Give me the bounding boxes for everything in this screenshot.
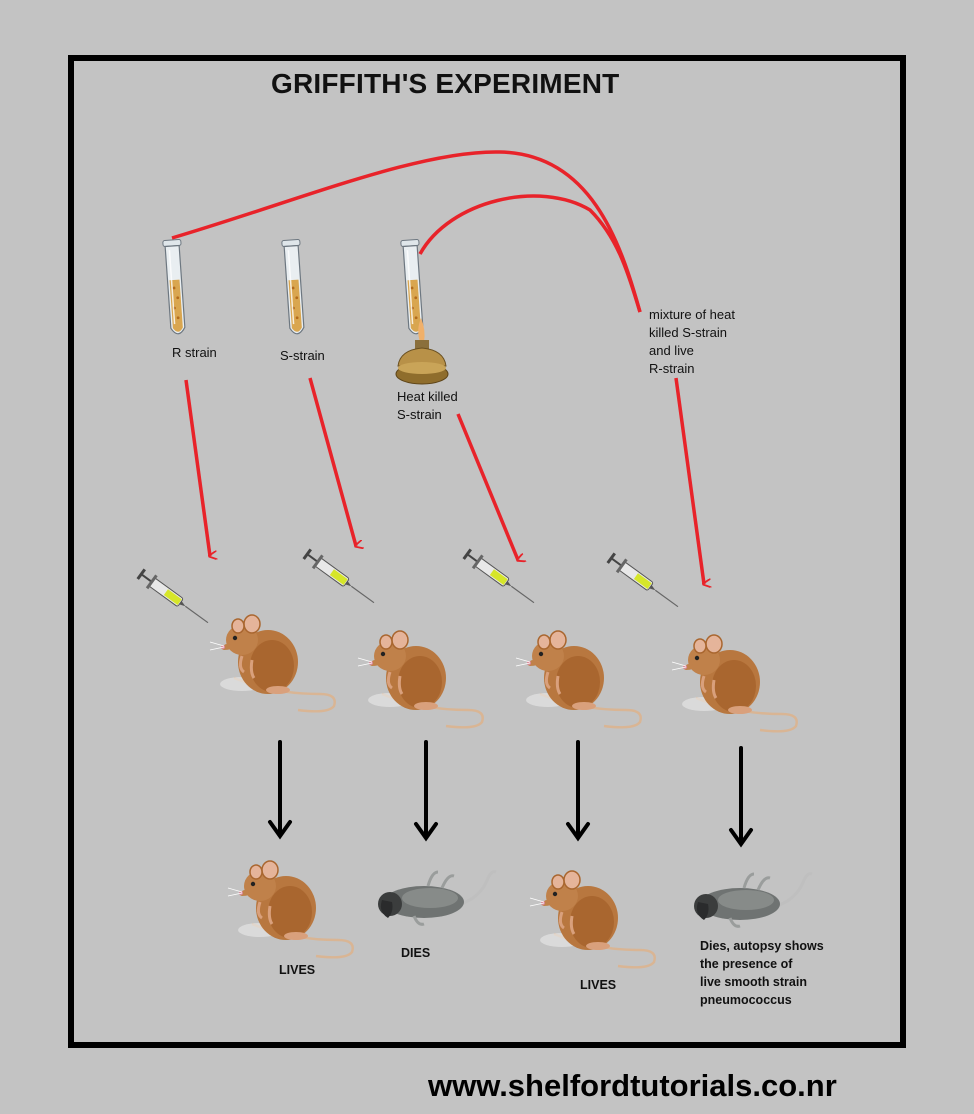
connector-curve-heatkilled-to-mixture <box>418 194 642 313</box>
outcome-label-mix-line-3: live smooth strain <box>700 975 807 989</box>
mixture-label-line-2: killed S-strain <box>649 325 728 340</box>
arrow-heat-killed-to-mouse <box>456 413 518 560</box>
arrow-r-strain-to-mouse <box>184 379 210 556</box>
outcome-arrow-4 <box>729 746 753 848</box>
syringe-icon-4 <box>604 549 684 615</box>
syringe-icon-3 <box>460 545 540 611</box>
outcome-arrow-3 <box>566 740 590 842</box>
outcome-live-mouse-icon-2 <box>528 869 657 969</box>
bunsen-burner-icon <box>395 318 449 385</box>
syringe-icon-1 <box>134 565 214 631</box>
outcome-dead-mouse-icon-1 <box>376 870 498 926</box>
mouse-icon-r-strain <box>208 613 337 713</box>
footer-website-url: www.shelfordtutorials.co.nr <box>428 1068 837 1103</box>
outcome-label-mix-line-4: pneumococcus <box>700 993 792 1007</box>
mixture-label-line-4: R-strain <box>649 361 695 376</box>
outcome-label-mix-line-1: Dies, autopsy shows <box>700 939 824 953</box>
arrow-mixture-to-mouse <box>674 377 704 584</box>
heat-killed-label-line-1: Heat killed <box>397 389 458 404</box>
mixture-label-line-3: and live <box>649 343 694 358</box>
outcome-label-r: LIVES <box>279 963 316 977</box>
mixture-label-line-1: mixture of heat <box>649 307 735 322</box>
outcome-label-heat: LIVES <box>580 978 617 992</box>
r-strain-tube-icon <box>161 238 189 336</box>
outcome-label-mix-line-2: the presence of <box>700 957 793 971</box>
s-strain-label: S-strain <box>280 348 325 363</box>
heat-killed-label-line-2: S-strain <box>397 407 442 422</box>
connector-curve-r-to-mixture <box>171 150 642 313</box>
outcome-arrow-2 <box>414 740 438 842</box>
mouse-icon-s-strain <box>356 629 485 729</box>
s-strain-tube-icon <box>280 238 308 336</box>
mouse-icon-mixture <box>670 633 799 733</box>
r-strain-label: R strain <box>172 345 217 360</box>
diagram-title: GRIFFITH'S EXPERIMENT <box>271 68 620 99</box>
outcome-arrow-1 <box>268 740 292 840</box>
syringe-icon-2 <box>300 545 380 611</box>
arrow-s-strain-to-mouse <box>308 377 356 546</box>
outcome-label-s: DIES <box>401 946 431 960</box>
outcome-dead-mouse-icon-2 <box>692 872 814 928</box>
diagram-frame <box>68 55 906 1048</box>
mouse-icon-heat-killed <box>514 629 643 729</box>
outcome-live-mouse-icon-1 <box>226 859 355 959</box>
